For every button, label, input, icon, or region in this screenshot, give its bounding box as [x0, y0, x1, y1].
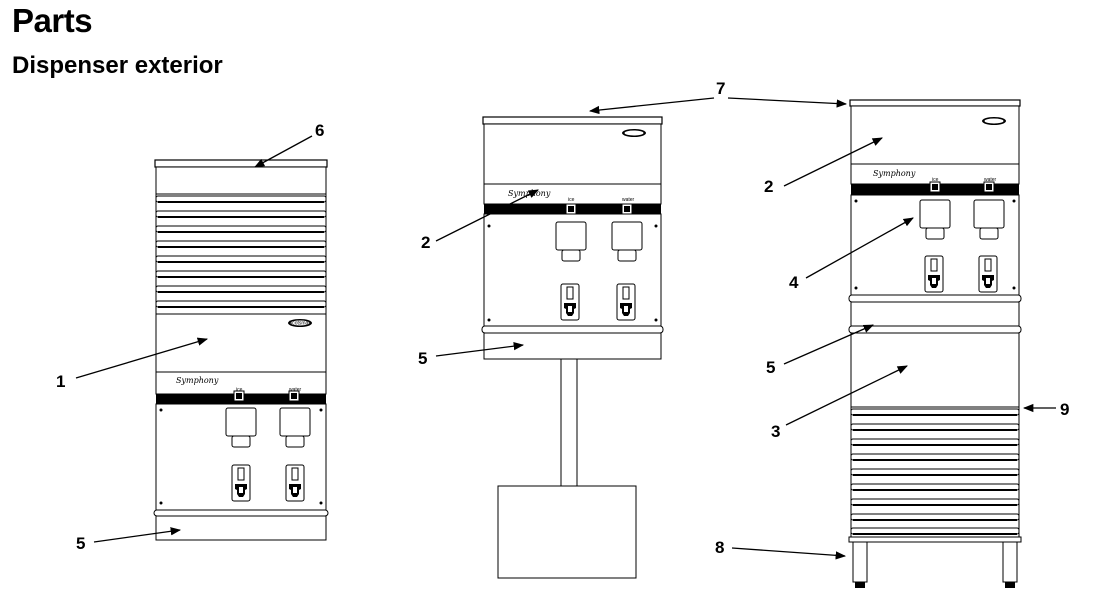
top-panel — [154, 159, 328, 168]
water-button-label: water — [622, 197, 635, 203]
ice-machine-front-panel — [850, 332, 1020, 408]
right-dispenser-unit: Symphony ice water — [848, 99, 1022, 588]
callout-8: 8 — [715, 538, 724, 557]
leader-lines — [75, 97, 1056, 560]
ice-button-label: ice — [568, 197, 575, 203]
ice-button-label: ice — [236, 387, 243, 393]
water-button-label: water — [984, 177, 997, 183]
left-dispenser-unit: Scotsman Symphony ice water — [153, 159, 329, 541]
drip-tray — [155, 515, 327, 541]
top-panel — [482, 116, 663, 125]
callout-5: 5 — [418, 349, 427, 368]
leg — [852, 541, 868, 583]
ice-button-label: ice — [932, 177, 939, 183]
stand-base — [497, 485, 637, 579]
brand-label: Symphony — [176, 376, 219, 385]
logo-text: Scotsman — [289, 321, 311, 327]
callout-2: 2 — [764, 177, 773, 196]
middle-dispenser-unit: Symphony ice water — [481, 116, 664, 579]
callout-2: 2 — [421, 233, 430, 252]
water-button-label: water — [289, 387, 302, 393]
page-subtitle: Dispenser exterior — [12, 52, 223, 79]
callout-4: 4 — [789, 273, 799, 292]
page-title: Parts — [12, 2, 93, 39]
callout-numbers: 1 6 5 2 5 7 2 4 5 3 9 8 — [56, 79, 1069, 557]
brand-label: Symphony — [873, 169, 916, 178]
leg — [1002, 541, 1018, 583]
callout-1: 1 — [56, 372, 65, 391]
brand-label: Symphony — [508, 189, 551, 198]
drip-tray — [850, 301, 1020, 327]
callout-9: 9 — [1060, 400, 1069, 419]
callout-3: 3 — [771, 422, 780, 441]
top-panel — [849, 99, 1021, 107]
stand-column — [560, 358, 578, 487]
callout-7: 7 — [716, 79, 725, 98]
callout-5: 5 — [76, 534, 85, 553]
callout-6: 6 — [315, 121, 324, 140]
callout-5: 5 — [766, 358, 775, 377]
